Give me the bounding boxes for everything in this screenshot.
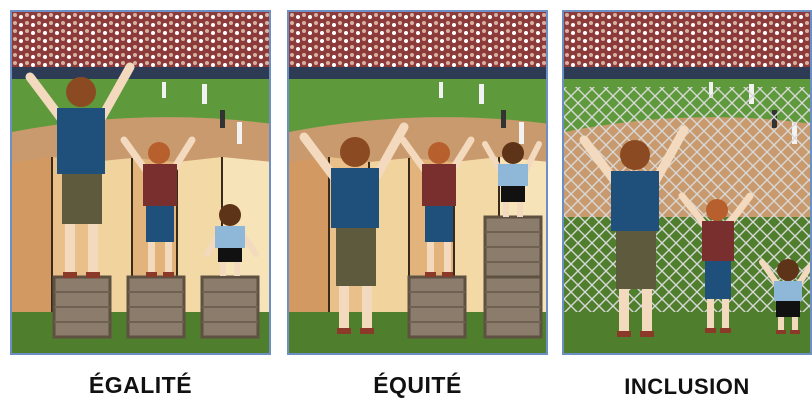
caption-equity: ÉQUITÉ xyxy=(287,372,548,399)
stadium-wall xyxy=(12,67,271,79)
crate xyxy=(485,217,541,277)
crate xyxy=(202,277,258,337)
crate xyxy=(128,277,184,337)
panel-equality xyxy=(10,10,271,355)
crate xyxy=(409,277,465,337)
crate xyxy=(54,277,110,337)
panel-inclusion xyxy=(562,10,812,355)
caption-equality: ÉGALITÉ xyxy=(10,372,271,399)
panel-equity xyxy=(287,10,548,355)
crate xyxy=(485,277,541,337)
stadium-wall xyxy=(564,67,812,79)
caption-inclusion: INCLUSION xyxy=(562,374,812,400)
stadium-wall xyxy=(289,67,548,79)
